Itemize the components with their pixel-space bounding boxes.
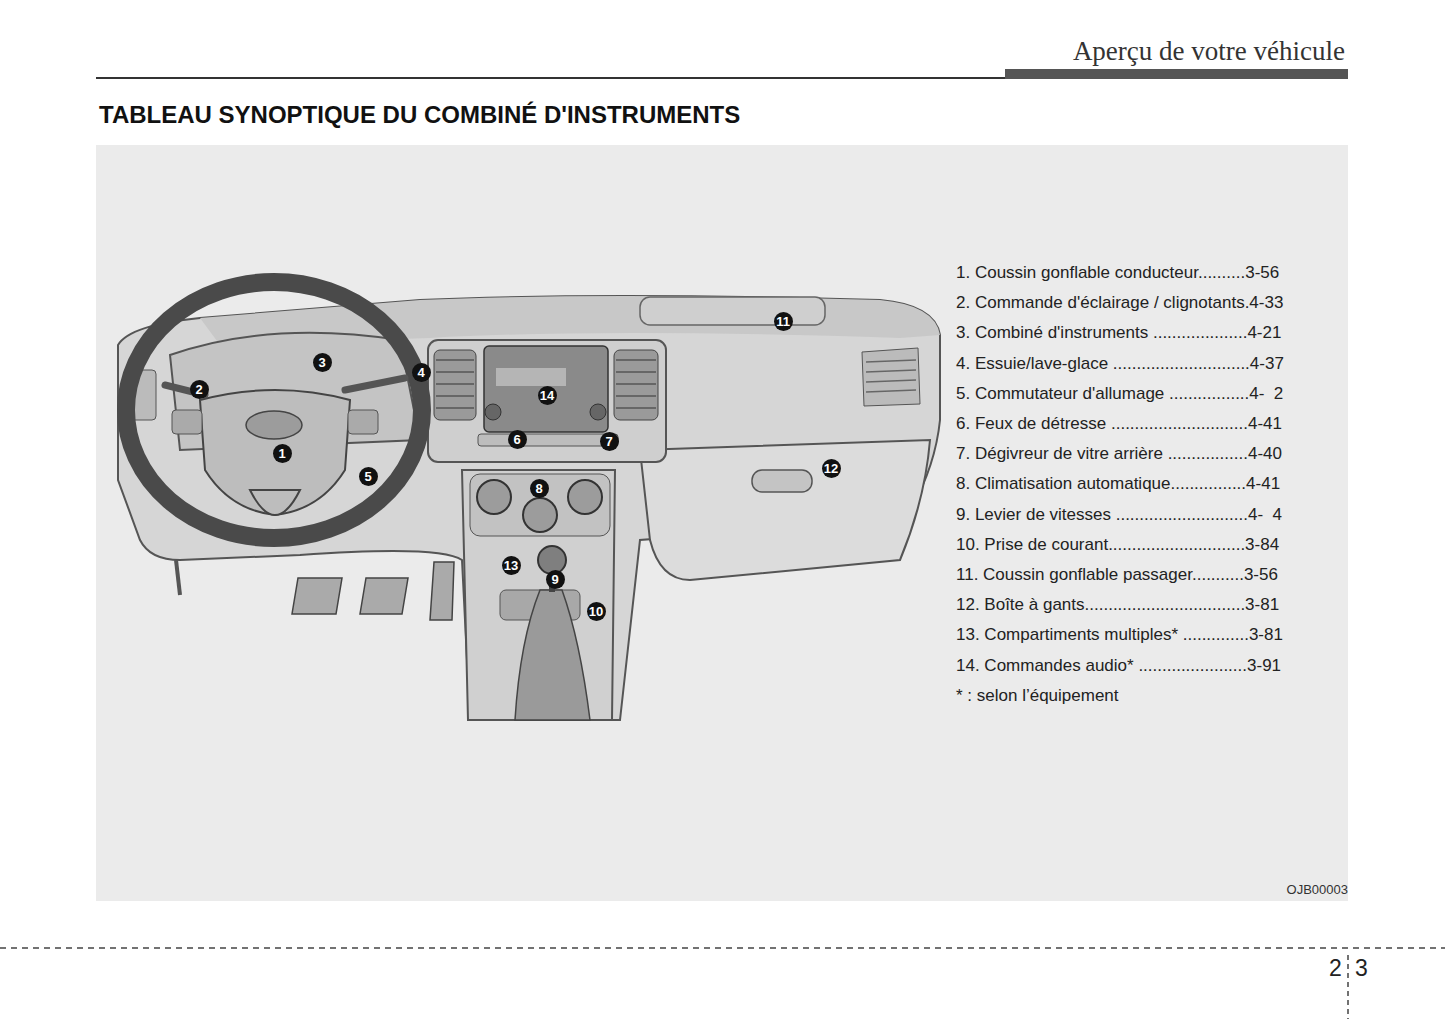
legend-item: 3. Combiné d'instruments ...............… — [956, 323, 1281, 343]
callout-number: 1 — [273, 444, 292, 463]
legend-item: 5. Commutateur d'allumage ..............… — [956, 384, 1283, 404]
callout-number: 2 — [190, 380, 209, 399]
page-number: 3 — [1355, 955, 1368, 982]
legend-item: 1. Coussin gonflable conducteur.........… — [956, 263, 1279, 283]
legend-item: 2. Commande d'éclairage / clignotants.4-… — [956, 293, 1283, 313]
legend-item: 8. Climatisation automatique............… — [956, 474, 1280, 494]
page-title: TABLEAU SYNOPTIQUE DU COMBINÉ D'INSTRUME… — [99, 101, 740, 129]
callout-number: 3 — [313, 353, 332, 372]
callout-number: 5 — [359, 467, 378, 486]
page-number: 2 — [1329, 955, 1342, 982]
callout-number: 11 — [774, 312, 793, 331]
legend-item: 11. Coussin gonflable passager..........… — [956, 565, 1278, 585]
callout-number: 14 — [538, 386, 557, 405]
callout-number: 10 — [587, 602, 606, 621]
callout-number: 7 — [600, 432, 619, 451]
legend-item: 4. Essuie/lave-glace ...................… — [956, 354, 1284, 374]
callout-number: 9 — [546, 570, 565, 589]
legend-item: 6. Feux de détresse ....................… — [956, 414, 1282, 434]
legend-item: 10. Prise de courant....................… — [956, 535, 1279, 555]
legend-item: 13. Compartiments multiples* ...........… — [956, 625, 1283, 645]
callout-number: 12 — [822, 459, 841, 478]
callout-number: 13 — [502, 556, 521, 575]
legend-item: 9. Levier de vitesses ..................… — [956, 505, 1282, 525]
footnote: * : selon l’équipement — [956, 686, 1119, 706]
callout-number: 4 — [412, 363, 431, 382]
legend-item: 7. Dégivreur de vitre arrière ..........… — [956, 444, 1282, 464]
callout-number: 8 — [530, 479, 549, 498]
legend-item: 14. Commandes audio* ...................… — [956, 656, 1281, 676]
running-head: Aperçu de votre véhicule — [1073, 36, 1345, 67]
figure-code: OJB00003 — [1287, 882, 1348, 897]
legend-item: 12. Boîte à gants.......................… — [956, 595, 1279, 615]
callout-number: 6 — [508, 430, 527, 449]
